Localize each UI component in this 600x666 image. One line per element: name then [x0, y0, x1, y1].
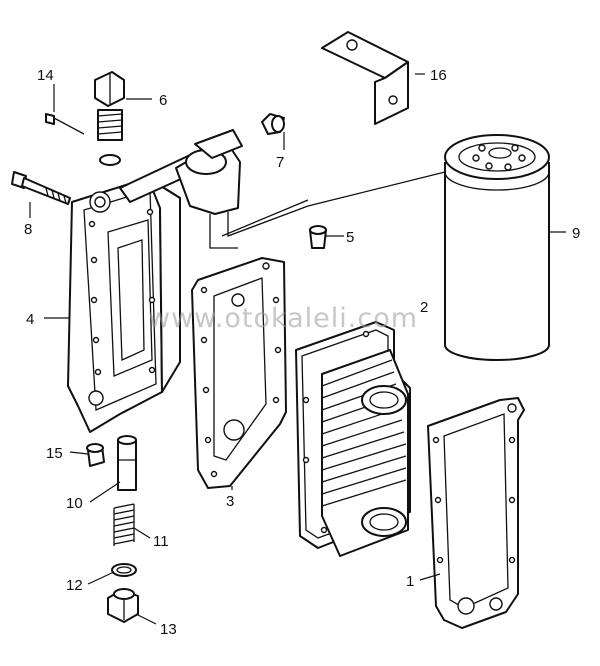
part-9-oil-filter — [444, 134, 550, 361]
part-2-cooler-core — [295, 321, 411, 557]
part-8-long-bolt — [11, 171, 71, 205]
part-15-plug — [86, 443, 105, 467]
callout-1: 1 — [406, 573, 414, 590]
part-10-valve-sleeve — [117, 435, 137, 491]
callout-12: 12 — [66, 577, 83, 594]
part-3-gasket-left — [191, 257, 287, 489]
part-16-bracket — [321, 31, 409, 125]
callout-4: 4 — [26, 311, 34, 328]
watermark-text: www.otokaleli.com — [148, 303, 418, 334]
callout-2: 2 — [420, 299, 428, 316]
callout-16: 16 — [430, 67, 447, 84]
part-6-threaded-plug — [94, 71, 125, 166]
callout-15: 15 — [46, 445, 63, 462]
callout-10: 10 — [66, 495, 83, 512]
callout-11: 11 — [153, 533, 169, 550]
callout-14: 14 — [37, 67, 54, 84]
part-14-small-screw — [45, 113, 85, 135]
part-7-plug — [261, 113, 285, 135]
callout-7: 7 — [276, 154, 284, 171]
callout-9: 9 — [572, 225, 580, 242]
callout-6: 6 — [159, 92, 167, 109]
callout-3: 3 — [226, 493, 234, 510]
callout-5: 5 — [346, 229, 354, 246]
part-5-plug — [309, 225, 327, 249]
part-12-o-ring — [111, 563, 137, 577]
part-1-gasket-right — [427, 397, 525, 629]
part-4-cooler-housing — [67, 129, 446, 433]
leader-lines — [29, 73, 566, 625]
callout-13: 13 — [160, 621, 177, 638]
callout-8: 8 — [24, 221, 32, 238]
part-11-spring — [113, 503, 135, 546]
part-13-plug-nut — [107, 588, 139, 623]
callout-labels: 14 6 7 16 9 5 8 4 2 3 15 10 11 12 13 1 — [24, 67, 580, 638]
